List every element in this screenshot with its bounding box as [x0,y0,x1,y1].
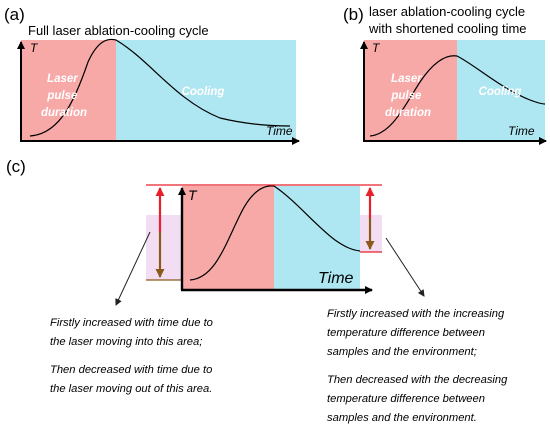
panel-a-cooling-label: Cooling [182,86,225,98]
panel-c-laser-region [182,186,274,289]
panel-a-x-label: Time [266,124,293,138]
panel-c-y-label: T [188,187,198,203]
panel-c-x-label: Time [318,270,354,287]
panel-c-right-note: Firstly increased with the increasing te… [327,308,510,424]
panel-b-x-label: Time [508,124,535,138]
panel-a-laser-region [21,40,116,140]
panel-a-temperature-curve [29,38,291,137]
panel-b-temperature-curve [369,55,546,137]
panel-c-letter: (c) [6,157,26,176]
panel-b-cooling-region [457,40,545,140]
panel-a: (a) Full laser ablation-cooling cycle T … [4,5,300,145]
panel-a-laser-label: Laser pulse duration [41,73,87,119]
panel-a-letter: (a) [4,5,25,24]
panel-b: (b) laser ablation-cooling cycle with sh… [343,4,547,145]
panel-b-cooling-label: Cooling [479,86,522,98]
panel-a-y-label: T [30,41,39,55]
panel-c-left-side-bar [146,215,181,280]
panel-c-cooling-region [274,186,360,289]
panel-c-left-pointer-arrow [115,231,151,306]
panel-b-title: laser ablation-cooling cycle with shorte… [368,4,529,36]
panel-b-y-label: T [372,41,381,55]
panel-b-laser-region [364,40,457,140]
panel-c: (c) T Time Firstly increased with time d… [6,157,510,424]
panel-c-left-note: Firstly increased with time due to the l… [50,317,216,395]
panel-c-right-pointer-arrow [385,237,425,297]
panel-a-cooling-region [116,40,296,140]
panel-b-letter: (b) [343,5,364,24]
panel-c-temperature-curve [189,185,361,281]
panel-a-title: Full laser ablation-cooling cycle [28,23,209,38]
panel-b-laser-label: Laser pulse duration [385,73,431,119]
